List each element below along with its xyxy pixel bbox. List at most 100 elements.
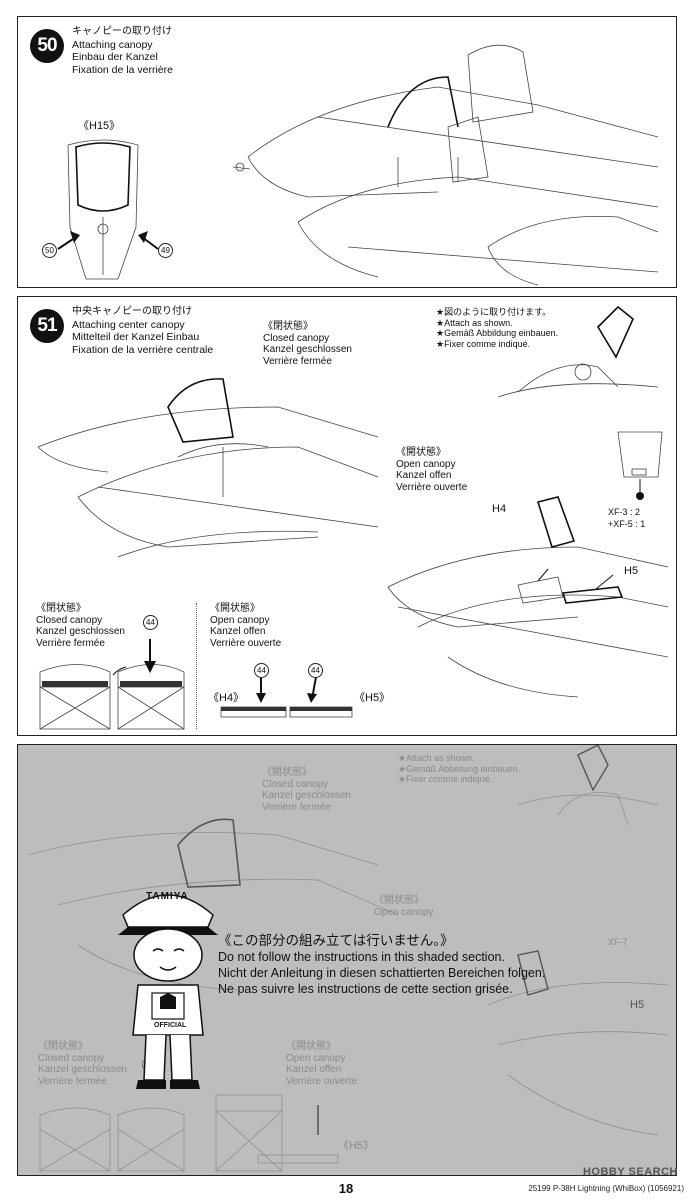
title-de: Einbau der Kanzel	[72, 51, 158, 63]
closed-canopy-label-top: 《閉状態》 Closed canopy Kanzel geschlossen V…	[263, 321, 352, 367]
label-jp: 《開状態》	[210, 603, 260, 614]
label-en: Open canopy	[396, 458, 456, 470]
label-de: Kanzel offen	[286, 1064, 342, 1075]
label-en: Closed canopy	[263, 332, 330, 344]
title-fr: Fixation de la verrière	[72, 63, 173, 76]
ghost-paint: XF-7	[608, 937, 628, 947]
label-fr: Verrière ouverte	[396, 481, 468, 493]
aircraft-step51	[37, 378, 379, 558]
note-fr: ★Fixer comme indiqué.	[398, 774, 493, 784]
title-jp: 中央キャノピーの取り付け	[72, 306, 192, 317]
warning-en: Do not follow the instructions in this s…	[218, 950, 505, 964]
product-code: 25199 P-38H Lightning (WhiBox) (1056921)	[528, 1184, 684, 1193]
note-fr: ★Fixer comme indiqué.	[436, 338, 531, 349]
label-jp: 《開状態》	[262, 767, 312, 778]
part-44-marker-open-left: 44	[254, 663, 269, 678]
warning-jp: 《この部分の組み立ては行いません。》	[218, 933, 454, 948]
label-jp: 《開状態》	[286, 1041, 336, 1052]
part-49-marker: 49	[158, 243, 173, 258]
title-jp: キャノピーの取り付け	[72, 26, 172, 37]
note-de: ★Gemäß Abbildung einbauen.	[398, 763, 521, 774]
note-de: ★Gemäß Abbildung einbauen.	[436, 328, 559, 338]
label-jp: 《閉状態》	[263, 321, 313, 332]
paint-line2: +XF-5 : 1	[608, 518, 646, 529]
label-fr: Verrière fermée	[36, 637, 105, 649]
mascot-badge-text: OFFICIAL	[154, 1022, 187, 1029]
paint-line1: XF-3 : 2	[608, 507, 641, 517]
open-parts-drawing	[220, 676, 353, 718]
part-h5-label: H5	[624, 565, 639, 577]
label-fr: Verrière ouverte	[210, 637, 282, 649]
step-50-panel: 50 キャノピーの取り付け Attaching canopy Einbau de…	[17, 16, 677, 288]
step-50-titles: キャノピーの取り付け Attaching canopy Einbau der K…	[72, 26, 173, 76]
pilot-inset	[497, 305, 659, 398]
label-fr: Verrière ouverte	[286, 1075, 358, 1087]
open-canopy-label-mid: 《開状態》 Open canopy Kanzel offen Verrière …	[396, 447, 467, 493]
part-44-marker-open-right: 44	[308, 663, 323, 678]
part-44-marker-closed: 44	[143, 615, 158, 630]
step-50-illustration	[57, 44, 659, 286]
ghost-h5-label: H5	[630, 999, 645, 1011]
ghost-open-mid: 《開状態》 Open canopy	[374, 895, 434, 918]
label-fr: Verrière fermée	[262, 801, 331, 813]
step-51-panel: 51 中央キャノピーの取り付け Attaching center canopy …	[17, 296, 677, 736]
label-en: Open canopy	[210, 614, 270, 626]
note-en: ★Attach as shown.	[436, 317, 513, 328]
part-h5-tag: 《H5》	[354, 692, 391, 704]
arrow-50	[57, 231, 80, 250]
ghost-open-bottom: 《開状態》 Open canopy Kanzel offen Verrière …	[286, 1041, 357, 1087]
label-fr: Verrière fermée	[38, 1075, 107, 1087]
step-number-51: 51	[30, 309, 64, 343]
label-de: Kanzel geschlossen	[36, 626, 125, 637]
part-h4-label: H4	[492, 503, 507, 515]
label-jp: 《閉状態》	[38, 1041, 88, 1052]
ghost-closed-bottom: 《閉状態》 Closed canopy Kanzel geschlossen V…	[38, 1041, 127, 1087]
label-en: Closed canopy	[38, 1052, 105, 1064]
label-de: Kanzel offen	[396, 470, 452, 481]
label-jp: 《開状態》	[396, 447, 446, 458]
title-en: Attaching center canopy	[72, 318, 185, 331]
step-number-50: 50	[30, 29, 64, 63]
attach-note: ★図のように取り付けます。 ★Attach as shown. ★Gemäß A…	[436, 307, 558, 349]
label-jp: 《開状態》	[374, 895, 424, 906]
warning-de: Nicht der Anleitung in diesen schattiert…	[218, 966, 546, 980]
ghost-open-label: 《開状態》 Closed canopy Kanzel geschlossen V…	[262, 767, 351, 813]
arrow-49	[138, 231, 159, 250]
part-50-marker: 50	[42, 243, 57, 258]
shaded-section-panel: 《開状態》 Closed canopy Kanzel geschlossen V…	[17, 744, 677, 1176]
ghost-attach-note: ★Attach as shown. ★Gemäß Abbildung einba…	[398, 753, 520, 785]
title-fr: Fixation de la verrière centrale	[72, 343, 214, 356]
part-h15-label: 《H15》	[78, 120, 121, 132]
aircraft-step50	[232, 44, 659, 286]
paint-mix: XF-3 : 2 +XF-5 : 1	[608, 507, 645, 530]
hobby-search-watermark: HOBBY SEARCH	[582, 1166, 678, 1178]
divider-dotted	[196, 603, 197, 729]
aircraft-open-canopy	[387, 496, 669, 698]
label-de: Kanzel geschlossen	[38, 1064, 127, 1075]
label-en: Closed canopy	[36, 614, 103, 626]
label-de: Kanzel offen	[210, 626, 266, 637]
page-number: 18	[338, 1181, 354, 1196]
label-en: Closed canopy	[262, 778, 329, 790]
canopy-h15-part	[67, 139, 139, 280]
ghost-h5-tag: 《H5》	[338, 1140, 375, 1152]
label-de: Kanzel geschlossen	[263, 344, 352, 355]
label-fr: Verrière fermée	[263, 355, 332, 367]
part-h4-tag: 《H4》	[208, 692, 245, 704]
closed-canopy-label-bottom: 《閉状態》 Closed canopy Kanzel geschlossen V…	[36, 603, 125, 649]
mascot-cap-text: TAMIYA	[146, 891, 189, 902]
note-en: ★Attach as shown.	[398, 753, 475, 763]
ghost-illustration	[27, 745, 669, 1172]
open-canopy-label-bottom: 《開状態》 Open canopy Kanzel offen Verrière …	[210, 603, 281, 649]
step-51-titles: 中央キャノピーの取り付け Attaching center canopy Mit…	[72, 306, 213, 356]
warning-fr: Ne pas suivre les instructions de cette …	[218, 982, 513, 996]
label-jp: 《閉状態》	[36, 603, 86, 614]
title-de: Mittelteil der Kanzel Einbau	[72, 331, 200, 343]
label-de: Kanzel geschlossen	[262, 790, 351, 801]
title-en: Attaching canopy	[72, 38, 153, 51]
note-jp: ★図のように取り付けます。	[436, 307, 552, 317]
label-en: Open canopy	[374, 906, 434, 918]
tamiya-mascot-icon	[118, 894, 218, 1089]
shaded-warning: 《この部分の組み立ては行いません。》 Do not follow the ins…	[218, 933, 545, 997]
step-51-illustration	[37, 305, 669, 730]
